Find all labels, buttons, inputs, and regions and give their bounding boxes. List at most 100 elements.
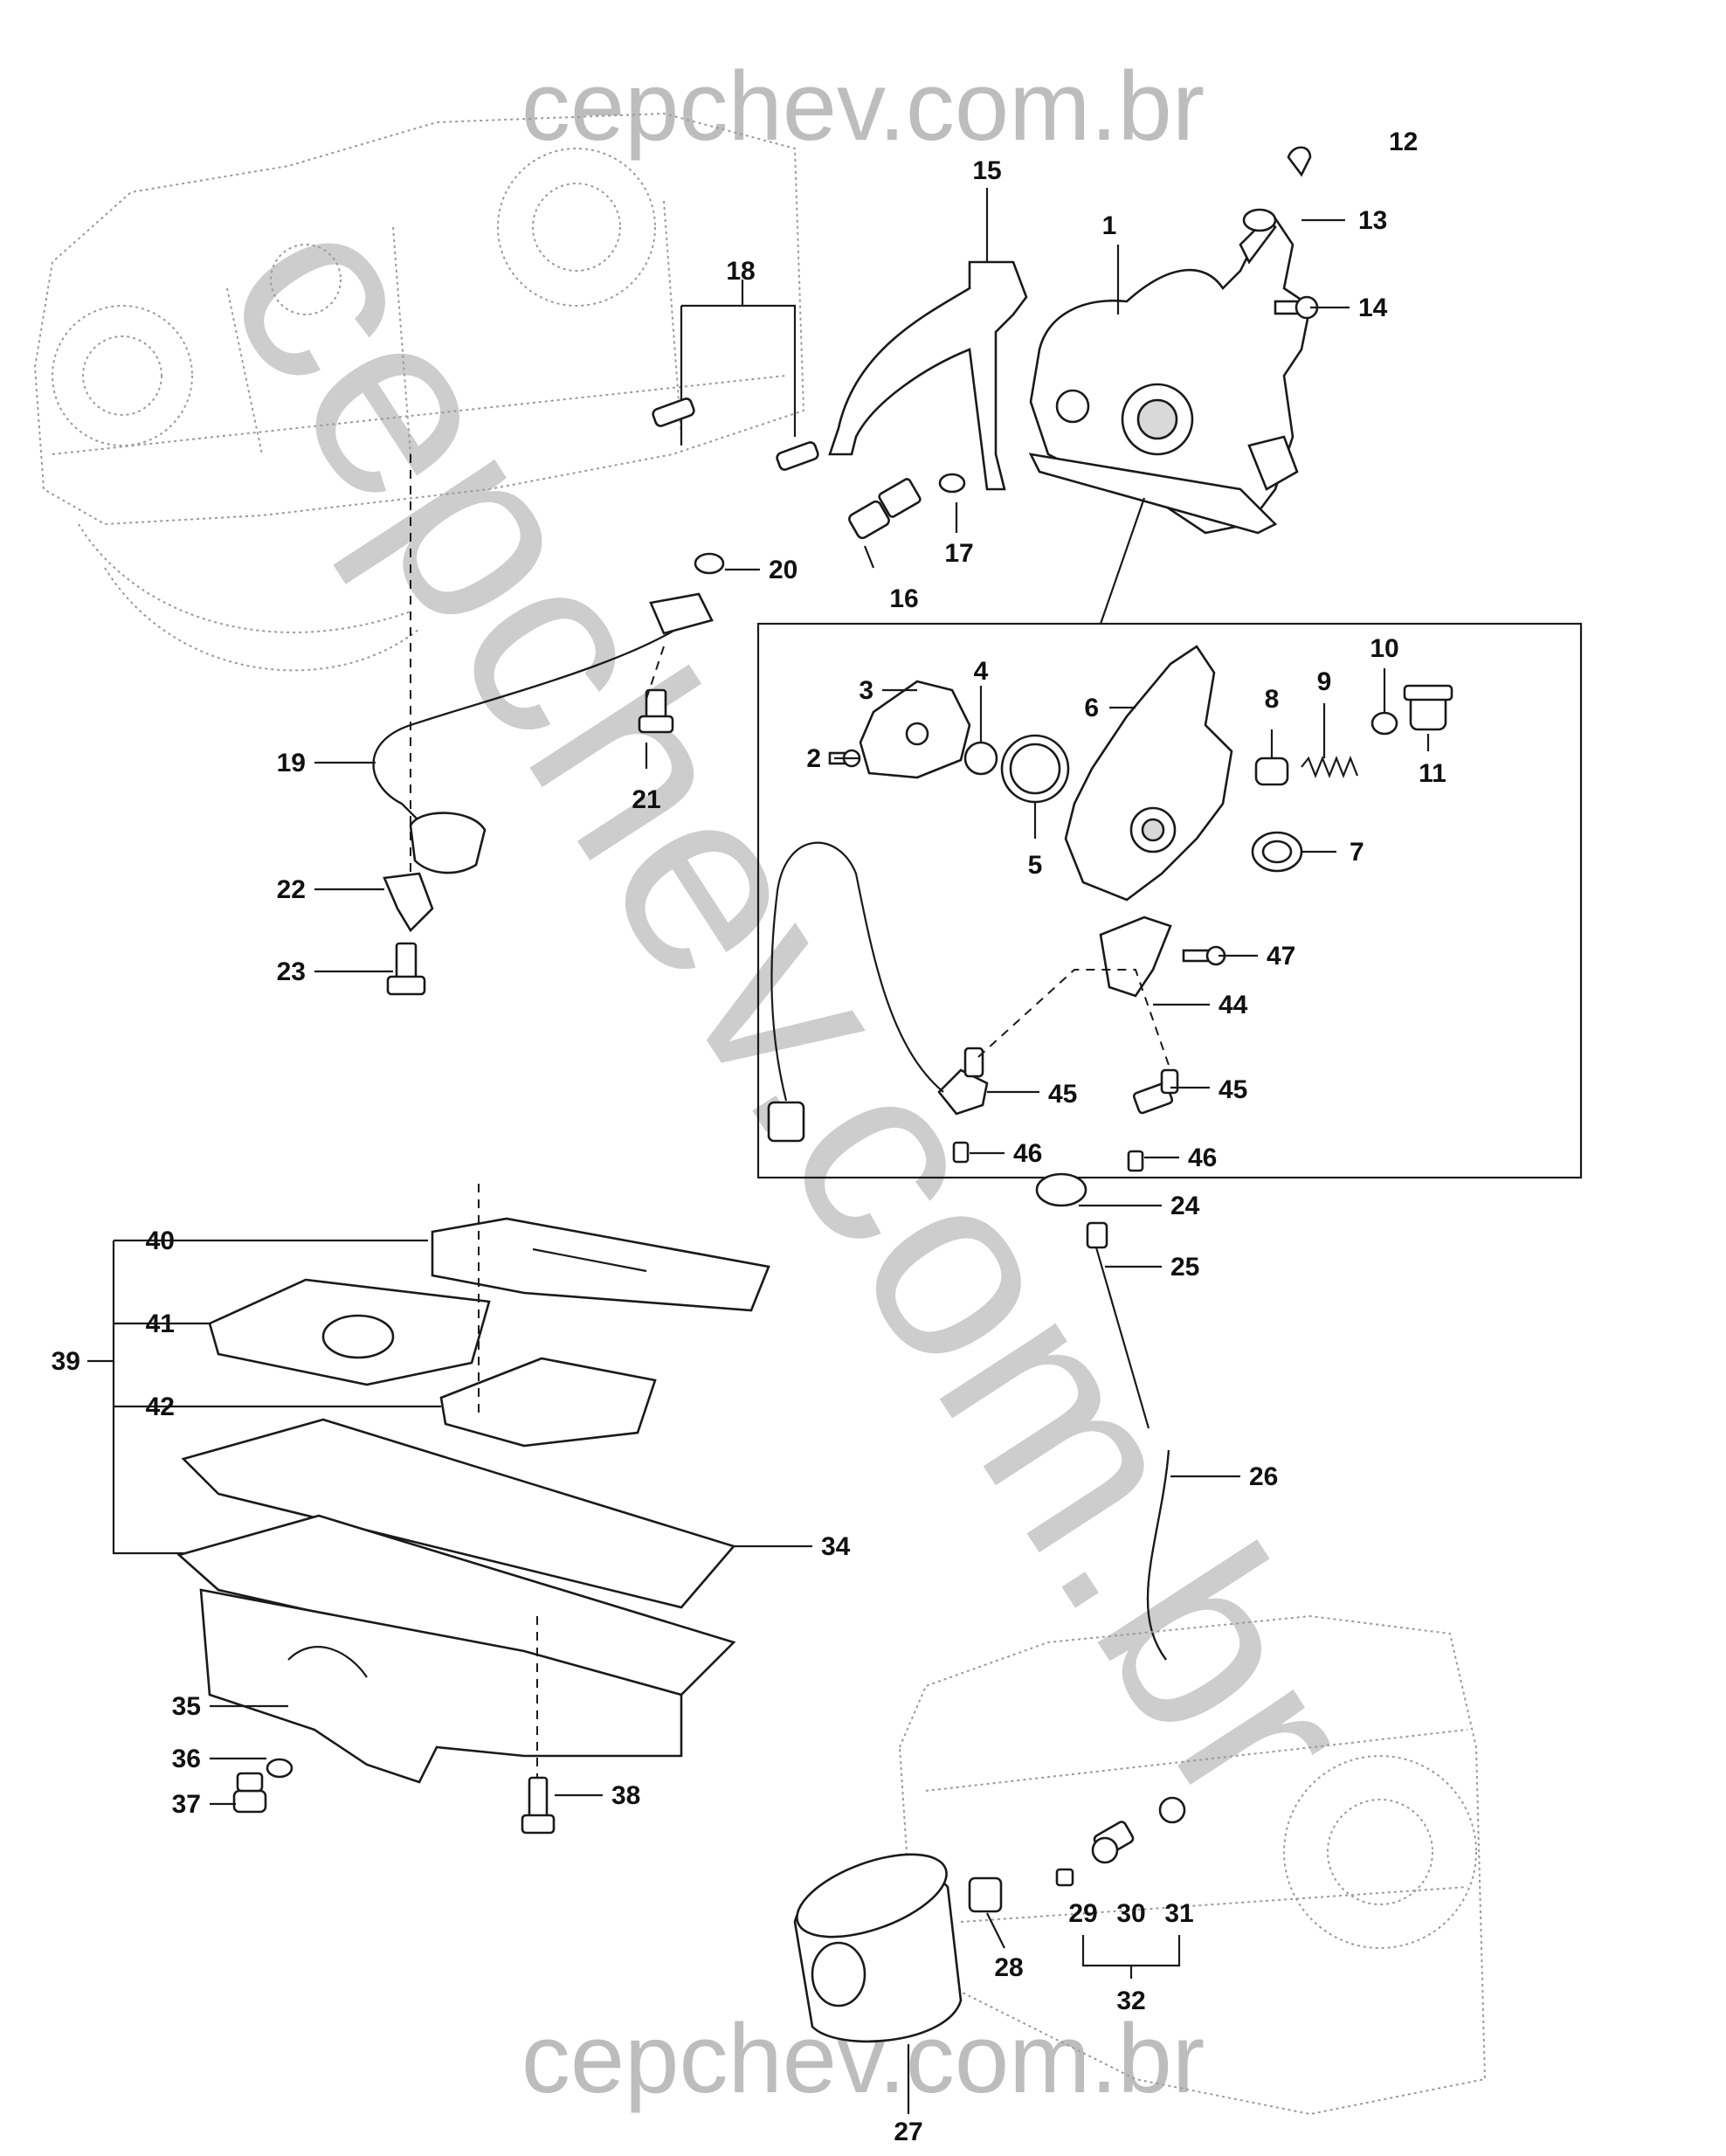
callout-2: 2 (806, 744, 821, 773)
screw-29 (1055, 1868, 1074, 1887)
bolt-47 (1182, 945, 1226, 966)
callout-6: 6 (1084, 694, 1099, 722)
dipstick-tube (1146, 1449, 1170, 1661)
oil-pan (199, 1588, 683, 1784)
callout-21: 21 (632, 785, 660, 814)
washer-36 (266, 1758, 293, 1779)
callout-25: 25 (1170, 1253, 1199, 1282)
o-ring-20 (694, 552, 725, 575)
oil-pump-assembly (1028, 216, 1312, 535)
callout-22: 22 (277, 875, 306, 904)
callout-38: 38 (611, 1781, 640, 1810)
callout-7: 7 (1350, 838, 1364, 867)
leader-lines (87, 188, 1430, 2114)
oil-filter-27 (793, 1853, 963, 2043)
callout-18: 18 (726, 257, 755, 286)
drain-plug-37 (232, 1772, 267, 1814)
callout-40: 40 (146, 1227, 175, 1255)
sensor-cable (770, 841, 944, 1102)
bracket-22 (383, 872, 434, 933)
callout-17: 17 (944, 539, 973, 568)
spring-9 (1301, 756, 1359, 778)
callout-46-left: 46 (1013, 1139, 1042, 1168)
callout-19: 19 (277, 749, 306, 777)
sensor-alignment-lines (977, 969, 1171, 1071)
pan-alignment-line (478, 1184, 538, 1782)
washer-10 (1370, 711, 1398, 736)
baffle-41 (208, 1278, 491, 1386)
bolt-46-right (1127, 1150, 1144, 1172)
callouts: 1 2 3 4 5 6 7 8 9 10 11 12 13 14 15 16 1… (52, 128, 1446, 2146)
callout-30: 30 (1116, 1899, 1145, 1928)
bolt-21 (638, 688, 674, 734)
callout-9: 9 (1317, 667, 1332, 696)
callout-42: 42 (146, 1392, 175, 1421)
callout-5: 5 (1028, 851, 1043, 880)
callout-32: 32 (1116, 1987, 1145, 2015)
gasket-39 (181, 1418, 736, 1609)
callout-8: 8 (1265, 685, 1280, 714)
pickup-alignment-line (410, 454, 665, 874)
bolt-38 (521, 1776, 556, 1835)
callout-45-left: 45 (1048, 1080, 1077, 1109)
front-cover-gasket (828, 260, 1028, 491)
sensor-45-right (1132, 1068, 1179, 1115)
seal-7 (1251, 831, 1303, 873)
dipstick (1035, 1172, 1150, 1429)
baffle-42 (439, 1357, 657, 1448)
callout-20: 20 (769, 556, 797, 584)
watermark-top: cepchev.com.br (521, 52, 1205, 161)
bracket-44 (1099, 916, 1172, 998)
o-ring-12 (1287, 146, 1312, 177)
rotor-seal-5 (1000, 734, 1070, 804)
dowel-pins-bracket (652, 304, 819, 471)
callout-23: 23 (277, 957, 306, 986)
oil-pan-gasket-34 (176, 1514, 736, 1696)
callout-10: 10 (1370, 634, 1398, 663)
callout-28: 28 (994, 1953, 1023, 1982)
callout-39: 39 (52, 1347, 80, 1376)
fitting-31 (1158, 1796, 1186, 1824)
callout-47: 47 (1267, 942, 1295, 971)
plunger-8 (1254, 757, 1289, 786)
sensor-45-left (937, 1047, 989, 1116)
callout-37: 37 (172, 1790, 201, 1819)
callout-15: 15 (972, 156, 1001, 185)
callout-44: 44 (1219, 991, 1248, 1019)
oil-pressure-switch-16 (848, 478, 922, 540)
callout-13: 13 (1358, 206, 1387, 235)
callout-41: 41 (146, 1309, 175, 1338)
callout-16: 16 (889, 584, 918, 613)
callout-3: 3 (859, 676, 873, 705)
bolt-30 (1091, 1821, 1135, 1864)
bolt-46-left (952, 1141, 970, 1164)
baffle-40 (431, 1217, 770, 1312)
callout-14: 14 (1358, 294, 1388, 322)
washer-17 (938, 473, 966, 494)
callout-35: 35 (172, 1692, 201, 1721)
oil-pickup-tube (372, 592, 714, 874)
callout-45-right: 45 (1219, 1075, 1247, 1104)
callout-31: 31 (1164, 1899, 1193, 1928)
callout-26: 26 (1249, 1462, 1278, 1491)
fitting-28 (968, 1876, 1003, 1913)
callout-27: 27 (894, 2118, 922, 2146)
callout-29: 29 (1068, 1899, 1097, 1928)
callout-36: 36 (172, 1745, 201, 1773)
callout-12: 12 (1389, 128, 1418, 156)
bolt-23 (386, 942, 426, 996)
plug-11 (1403, 684, 1453, 731)
engine-block-illustration (33, 112, 805, 672)
gear-4 (963, 741, 998, 776)
pump-cover-3 (859, 680, 971, 779)
pump-housing-6 (1064, 645, 1233, 902)
callout-1: 1 (1102, 211, 1117, 240)
callout-46-right: 46 (1188, 1144, 1217, 1172)
seal-ring-13 (1242, 208, 1277, 232)
callout-4: 4 (974, 657, 989, 686)
callout-24: 24 (1170, 1192, 1200, 1220)
callout-11: 11 (1419, 759, 1446, 788)
sensor-connector (767, 1101, 805, 1143)
oil-pump-detail-box (756, 622, 1583, 1179)
